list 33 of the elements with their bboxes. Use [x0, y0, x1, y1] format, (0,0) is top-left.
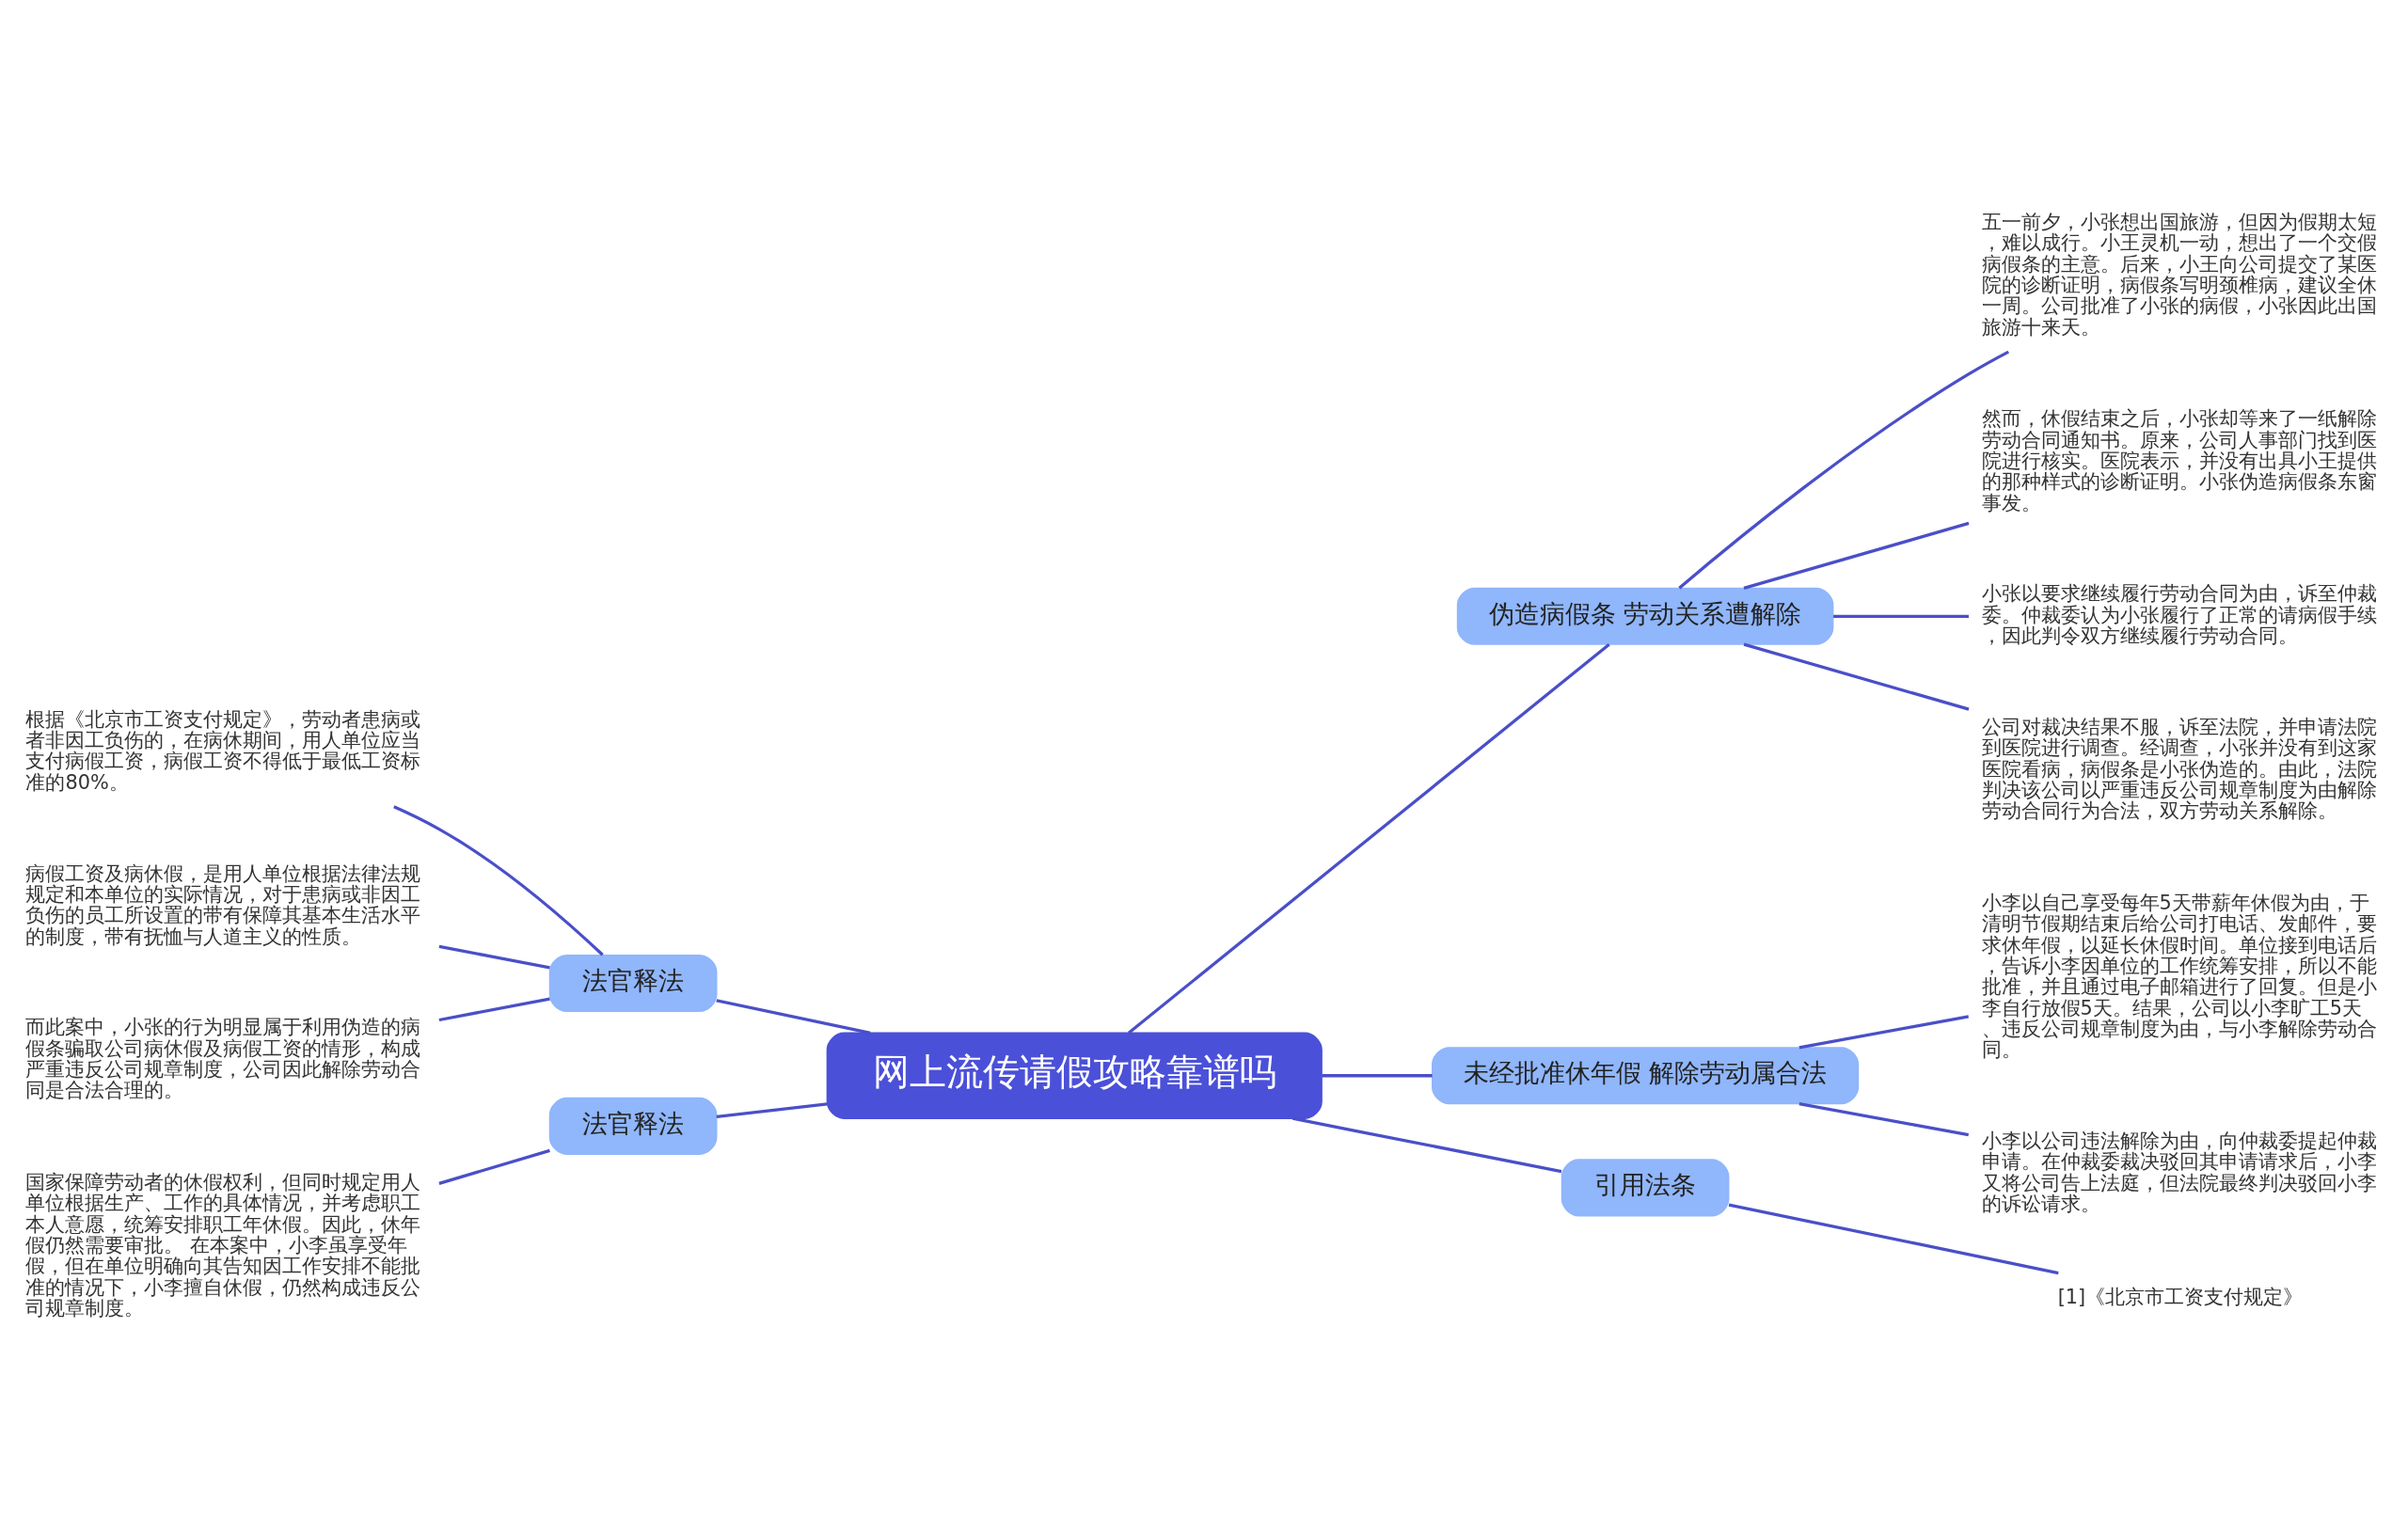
node-text: 根据《北京市工资支付规定》，劳动者患病或者非因工负伤的，在病休期间，用人单位应当支付病假工资，病假工资不得低于最低工资标准的80%。 [25, 707, 421, 794]
connector [1798, 1015, 1970, 1050]
node-box: 伪造病假条 劳动关系遭解除 [1456, 587, 1834, 645]
node-box: 法官释法 [548, 954, 718, 1012]
node-box: 未经批准休年假 解除劳动属合法 [1432, 1047, 1860, 1105]
connector [1743, 521, 1970, 590]
node-box: 法官释法 [548, 1097, 718, 1155]
connector [1743, 642, 1970, 711]
node-text: 小李以自己享受每年5天带薪年休假为由，于清明节假期结束后给公司打电话、发邮件，要求休年假，以延长休假时间。单位接到电话后，告诉小李因单位的工作统筹安排，所以不能批准，并且通过电子邮箱进行了回复。但是小李自行放假5天。结果，公司以小李旷工5天、违反公司规章制度为由，与小李解除劳动合同。 [1981, 891, 2377, 1062]
connector [393, 805, 604, 956]
connector [1833, 614, 1969, 618]
node-text: 小张以要求继续履行劳动合同为由，诉至仲裁委。仲裁委认为小张履行了正常的请病假手续，因此判令双方继续履行劳动合同。 [1981, 582, 2377, 648]
connector [1798, 1101, 1970, 1137]
connector [438, 1148, 550, 1185]
connector [1127, 642, 1610, 1035]
connector [438, 997, 550, 1022]
connector [438, 944, 550, 970]
node-text: 而此案中，小张的行为明显属于利用伪造的病假条骗取公司病休假及病假工资的情形，构成严重违反公司规章制度，公司因此解除劳动合同是合法合理的。 [25, 1016, 421, 1102]
node-text: 然而，休假结束之后，小张却等来了一纸解除劳动合同通知书。原来，公司人事部门找到医院进行核实。医院表示，并没有出具小王提供的那种样式的诊断证明。小张伪造病假条东窗事发。 [1981, 407, 2377, 514]
connector [716, 999, 871, 1035]
node-text: 小李以公司违法解除为由，向仲裁委提起仲裁申请。在仲裁委裁决驳回其申请请求后，小李又将公司告上法庭，但法院最终判决驳回小李的诉讼请求。 [1981, 1130, 2377, 1216]
connector [1728, 1203, 2059, 1275]
connector [1322, 1074, 1433, 1078]
node-text: 病假工资及病休假，是用人单位根据法律法规规定和本单位的实际情况，对于患病或非因工负伤的员工所设置的带有保障其基本生活水平的制度，带有抚恤与人道主义的性质。 [25, 861, 421, 948]
node-text: 国家保障劳动者的休假权利，但同时规定用人单位根据生产、工作的具体情况，并考虑职工本人意愿，统筹安排职工年休假。因此，休年假仍然需要审批。 在本案中，小李虽享受年假，但在单位明确向其告知因工作安排不能批准的情况下，小李擅自休假，仍然构成违反公司规章制度。 [25, 1170, 421, 1320]
node-text: 公司对裁决结果不服，诉至法院，并申请法院到医院进行调查。经调查，小张并没有到这家医院看病，病假条是小张伪造的。由此，法院判决该公司以严重违反公司规章制度为由解除劳动合同行为合法，双方劳动关系解除。 [1981, 715, 2377, 823]
connector [1678, 350, 2010, 590]
node-text: [1]《北京市工资支付规定》 [2057, 1286, 2304, 1309]
connector [1291, 1116, 1562, 1174]
node-box: 网上流传请假攻略靠谱吗 [826, 1032, 1323, 1119]
node-text: 五一前夕，小张想出国旅游，但因为假期太短，难以成行。小王灵机一动，想出了一个交假病假条的主意。后来，小王向公司提交了某医院的诊断证明，病假条写明颈椎病，建议全休一周。公司批准了小张的病假，小张因此出国旅游十来天。 [1981, 211, 2377, 339]
connector [716, 1102, 828, 1118]
node-box: 引用法条 [1560, 1159, 1730, 1217]
